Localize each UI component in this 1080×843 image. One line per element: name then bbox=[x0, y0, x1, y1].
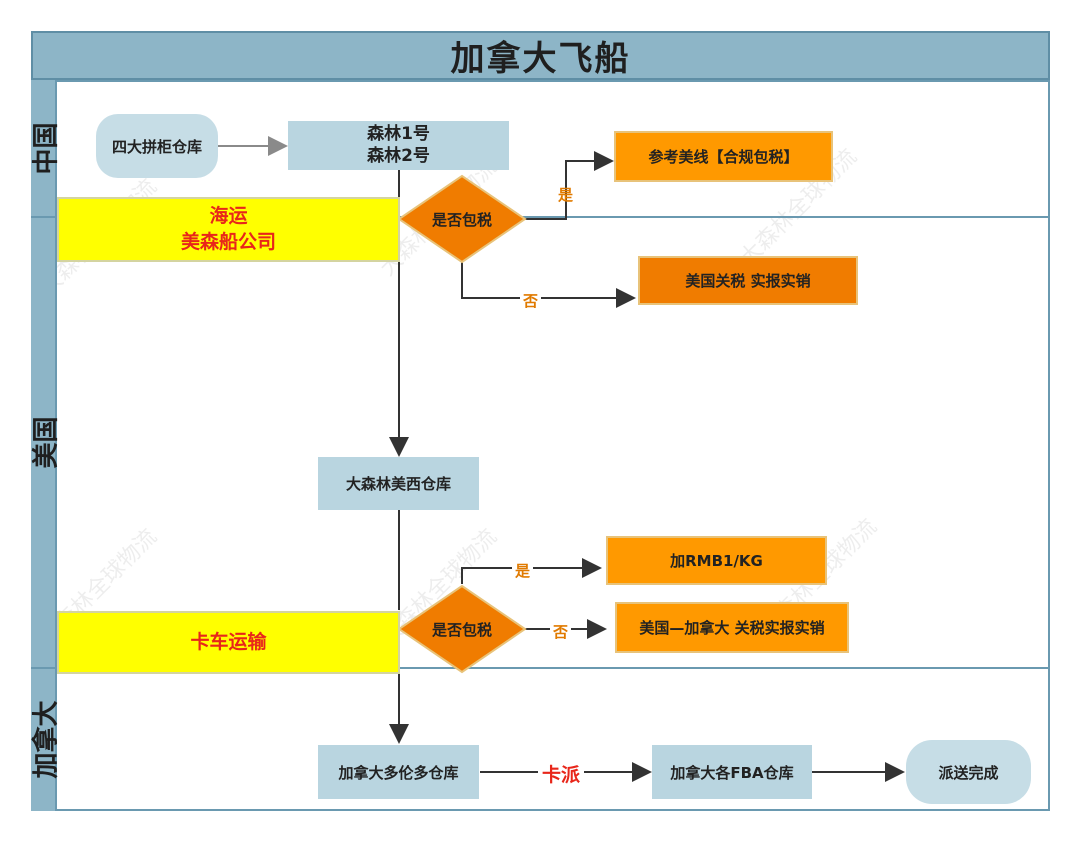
edge-label-kapai: 卡派 bbox=[538, 760, 585, 787]
edge-label-yes-2: 是 bbox=[512, 560, 534, 581]
node-us-tax: 美国关税 实报实销 bbox=[638, 256, 858, 305]
node-toronto-warehouse-text: 加拿大多伦多仓库 bbox=[338, 763, 459, 782]
node-add-rmb: 加RMB1/KG bbox=[606, 536, 827, 585]
edge-label-no-2: 否 bbox=[550, 621, 572, 642]
node-done-text: 派送完成 bbox=[938, 763, 999, 782]
decision-2-text: 是否包税 bbox=[431, 620, 492, 639]
decision-diamond-1 bbox=[397, 174, 527, 264]
page-title: 加拿大飞船 bbox=[31, 31, 1050, 80]
edge-label-no-1: 否 bbox=[520, 290, 542, 311]
node-sea-freight: 海运 美森船公司 bbox=[57, 197, 400, 262]
node-forest-1: 森林1号 bbox=[367, 124, 430, 145]
lane-column bbox=[31, 80, 57, 811]
node-ref-us-line-text: 参考美线【合规包税】 bbox=[648, 148, 799, 166]
node-west-warehouse: 大森林美西仓库 bbox=[318, 457, 479, 510]
node-toronto-warehouse: 加拿大多伦多仓库 bbox=[318, 745, 479, 799]
node-done: 派送完成 bbox=[906, 740, 1031, 804]
node-ref-us-line: 参考美线【合规包税】 bbox=[614, 131, 833, 182]
node-west-warehouse-text: 大森林美西仓库 bbox=[345, 475, 451, 493]
node-us-tax-text: 美国关税 实报实销 bbox=[685, 272, 811, 290]
node-us-ca-tax-text: 美国—加拿大 关税实报实销 bbox=[639, 619, 825, 637]
decision-2-label: 是否包税 bbox=[399, 586, 525, 672]
lane-divider bbox=[31, 667, 1050, 669]
edge-label-yes-1: 是 bbox=[558, 186, 574, 204]
node-fba-warehouse: 加拿大各FBA仓库 bbox=[652, 745, 812, 799]
node-add-rmb-text: 加RMB1/KG bbox=[670, 552, 763, 570]
node-warehouse-4-text: 四大拼柜仓库 bbox=[111, 137, 202, 156]
node-sea-1: 海运 bbox=[209, 204, 248, 227]
node-forest: 森林1号 森林2号 bbox=[288, 121, 509, 170]
decision-1-text: 是否包税 bbox=[431, 210, 492, 229]
node-warehouse-4: 四大拼柜仓库 bbox=[96, 114, 218, 178]
node-forest-2: 森林2号 bbox=[367, 145, 430, 166]
arrow-yes-2 bbox=[461, 558, 602, 584]
node-truck: 卡车运输 bbox=[57, 611, 400, 674]
node-fba-warehouse-text: 加拿大各FBA仓库 bbox=[670, 763, 794, 782]
decision-1-label: 是否包税 bbox=[399, 176, 525, 262]
node-truck-text: 卡车运输 bbox=[190, 630, 267, 653]
lane-divider bbox=[31, 216, 1050, 218]
node-sea-2: 美森船公司 bbox=[180, 230, 276, 253]
arrow-no-1 bbox=[461, 262, 636, 308]
arrow-yes-1 bbox=[525, 151, 614, 220]
node-us-ca-tax: 美国—加拿大 关税实报实销 bbox=[615, 602, 849, 653]
decision-diamond-2 bbox=[397, 584, 527, 674]
